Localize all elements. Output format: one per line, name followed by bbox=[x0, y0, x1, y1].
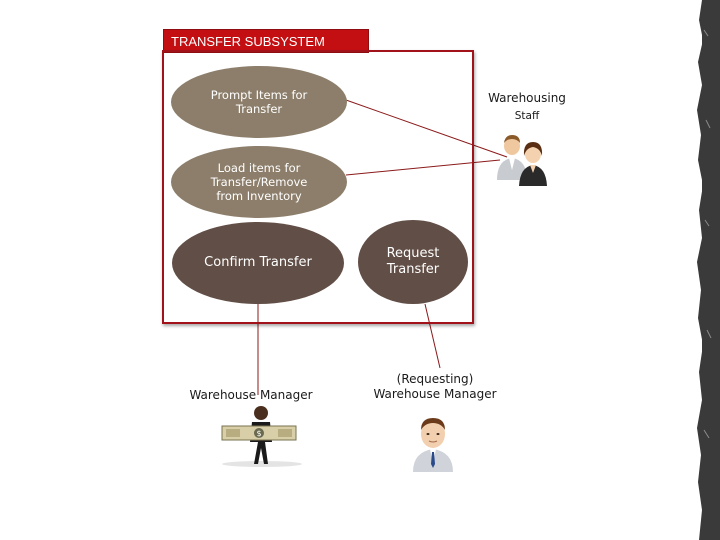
actor-requesting-manager-line2: Warehouse Manager bbox=[373, 387, 497, 401]
use-case-prompt-items: Prompt Items for Transfer bbox=[171, 66, 347, 138]
system-boundary bbox=[162, 50, 474, 324]
use-case-prompt-items-label: Prompt Items for Transfer bbox=[210, 88, 308, 116]
actor-requesting-manager-label: (Requesting) Warehouse Manager bbox=[370, 372, 500, 402]
warehouse-manager-icon: $ bbox=[221, 406, 302, 467]
actor-warehouse-manager-label: Warehouse Manager bbox=[189, 388, 313, 402]
use-case-request-transfer-label: Request Transfer bbox=[386, 246, 440, 277]
torn-edge-decoration bbox=[697, 0, 720, 540]
subsystem-title: TRANSFER SUBSYSTEM bbox=[163, 29, 369, 53]
use-case-confirm-transfer: Confirm Transfer bbox=[172, 222, 344, 304]
use-case-load-items: Load items for Transfer/Remove from Inve… bbox=[171, 146, 347, 218]
actor-warehousing-staff-line1: Warehousing bbox=[488, 91, 566, 105]
use-case-confirm-transfer-label: Confirm Transfer bbox=[204, 255, 312, 270]
requesting-manager-icon bbox=[413, 418, 453, 472]
connector-load-to-staff bbox=[345, 159, 501, 176]
actor-warehousing-staff-label: Warehousing Staff bbox=[484, 91, 570, 124]
actor-requesting-manager-line1: (Requesting) bbox=[396, 372, 474, 386]
connector-prompt-to-staff bbox=[345, 99, 508, 158]
use-case-load-items-label: Load items for Transfer/Remove from Inve… bbox=[210, 161, 308, 203]
svg-text:$: $ bbox=[256, 429, 261, 438]
use-case-request-transfer: Request Transfer bbox=[358, 220, 468, 304]
connector-request-to-requesting-manager bbox=[424, 303, 441, 369]
warehousing-staff-icon bbox=[497, 135, 547, 186]
actor-warehousing-staff-line2: Staff bbox=[514, 110, 540, 122]
